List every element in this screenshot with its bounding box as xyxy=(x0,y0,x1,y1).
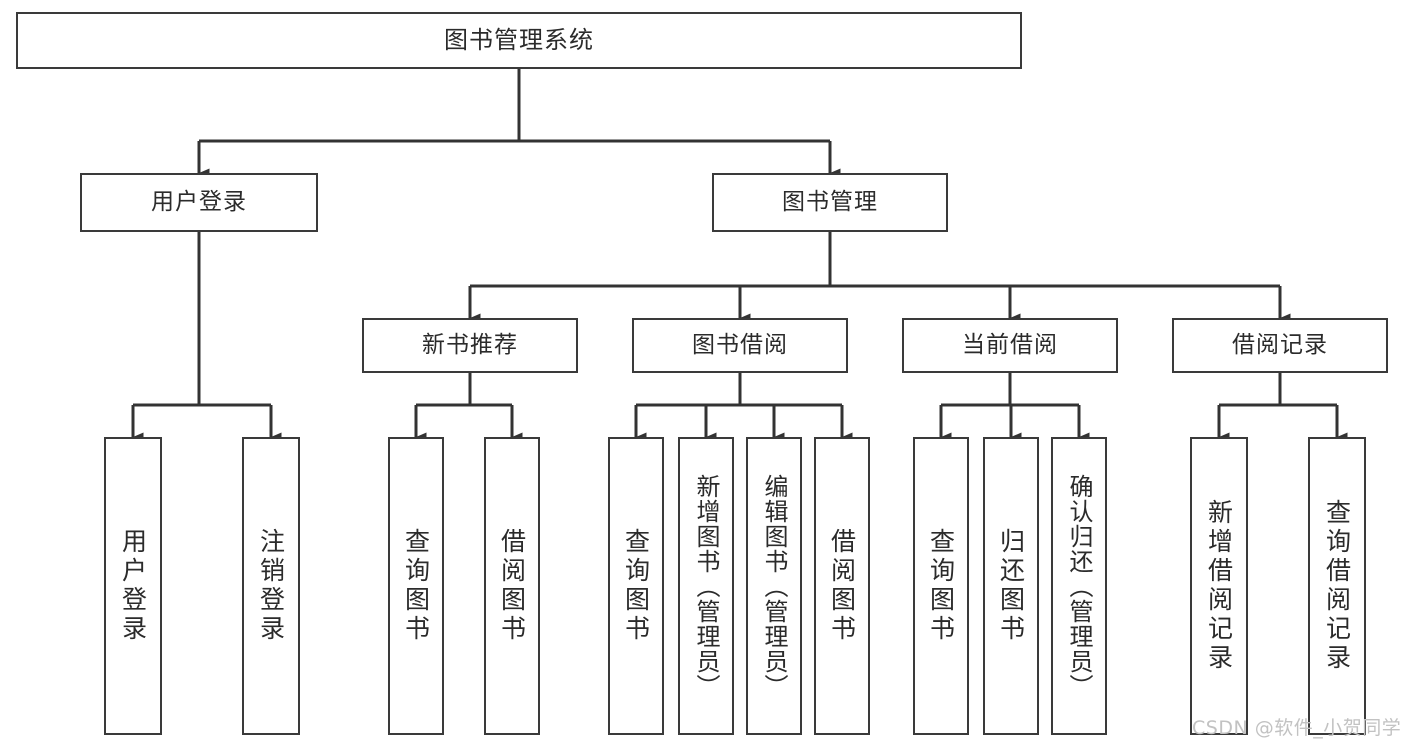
node-borrow[interactable]: 图书借阅 xyxy=(632,318,848,373)
node-leaf-cur-1[interactable]: 查询图书 xyxy=(913,437,969,735)
node-label: 图书借阅 xyxy=(692,331,788,358)
node-label: 确认归还（管理员） xyxy=(1065,473,1093,699)
node-label: 用户登录 xyxy=(151,188,247,215)
node-label: 编辑图书（管理员） xyxy=(760,473,788,699)
watermark-label: CSDN @软件_小贺同学 xyxy=(1192,717,1402,739)
node-leaf-new-1[interactable]: 查询图书 xyxy=(388,437,444,735)
node-label: 借阅图书 xyxy=(827,528,857,644)
node-label: 查询图书 xyxy=(621,528,651,644)
node-label: 注销登录 xyxy=(256,528,286,644)
node-leaf-new-2[interactable]: 借阅图书 xyxy=(484,437,540,735)
node-leaf-bor-3[interactable]: 编辑图书（管理员） xyxy=(746,437,802,735)
edge-paths xyxy=(131,69,1348,442)
node-current[interactable]: 当前借阅 xyxy=(902,318,1118,373)
node-label: 当前借阅 xyxy=(962,331,1058,358)
node-label: 查询图书 xyxy=(926,528,956,644)
node-label: 借阅记录 xyxy=(1232,331,1328,358)
node-label: 新书推荐 xyxy=(422,331,518,358)
node-label: 借阅图书 xyxy=(497,528,527,644)
node-label: 新增图书（管理员） xyxy=(692,473,720,699)
node-login[interactable]: 用户登录 xyxy=(80,173,318,232)
node-label: 归还图书 xyxy=(996,528,1026,644)
node-label: 查询图书 xyxy=(401,528,431,644)
node-leaf-bor-2[interactable]: 新增图书（管理员） xyxy=(678,437,734,735)
node-root[interactable]: 图书管理系统 xyxy=(16,12,1022,69)
node-leaf-login-2[interactable]: 注销登录 xyxy=(242,437,300,735)
node-leaf-cur-3[interactable]: 确认归还（管理员） xyxy=(1051,437,1107,735)
node-leaf-cur-2[interactable]: 归还图书 xyxy=(983,437,1039,735)
node-leaf-bor-4[interactable]: 借阅图书 xyxy=(814,437,870,735)
node-label: 图书管理系统 xyxy=(444,26,594,55)
node-bookmgmt[interactable]: 图书管理 xyxy=(712,173,948,232)
node-records[interactable]: 借阅记录 xyxy=(1172,318,1388,373)
node-label: 新增借阅记录 xyxy=(1204,499,1234,673)
node-newbook[interactable]: 新书推荐 xyxy=(362,318,578,373)
node-label: 用户登录 xyxy=(118,528,148,644)
node-leaf-login-1[interactable]: 用户登录 xyxy=(104,437,162,735)
node-leaf-bor-1[interactable]: 查询图书 xyxy=(608,437,664,735)
node-label: 图书管理 xyxy=(782,188,878,215)
node-label: 查询借阅记录 xyxy=(1322,499,1352,673)
node-leaf-rec-1[interactable]: 新增借阅记录 xyxy=(1190,437,1248,735)
node-leaf-rec-2[interactable]: 查询借阅记录 xyxy=(1308,437,1366,735)
